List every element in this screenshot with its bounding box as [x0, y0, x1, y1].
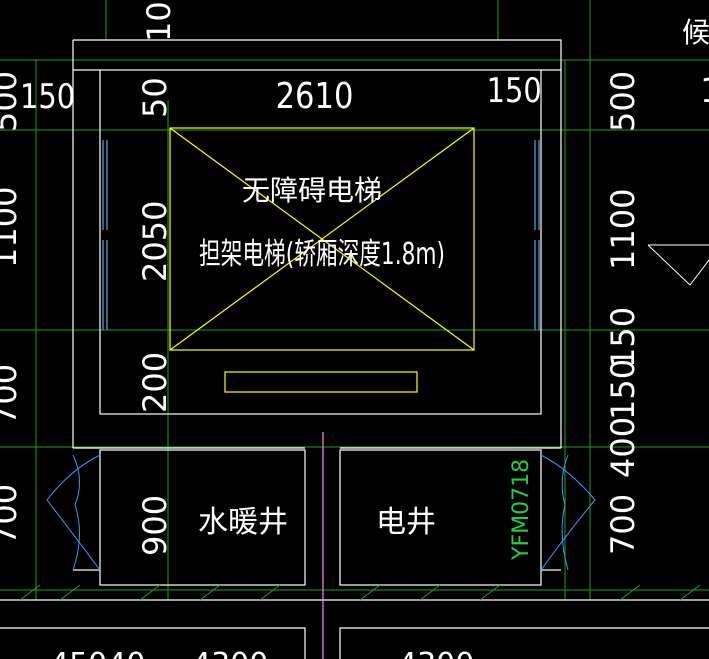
dim-right-700: 700 [604, 494, 642, 555]
room-label-electric: 电井 [376, 505, 436, 540]
walls [0, 39, 709, 659]
dim-right-400: 400 [604, 417, 642, 478]
dim-left-edge-500: 500 [0, 71, 24, 132]
dim-left-900: 900 [136, 495, 174, 556]
door-code-tag: YFM0718 [509, 459, 534, 561]
room-doors [46, 454, 596, 571]
shaft-window-marks [102, 140, 540, 330]
dim-left-1000: 1000 [140, 0, 178, 42]
dim-right-150b: 150 [604, 359, 642, 420]
dim-left-edge-700a: 700 [0, 364, 24, 425]
dim-right-1100: 1100 [604, 189, 642, 270]
elevator-car [169, 127, 475, 393]
dim-right-18: 18 [700, 71, 709, 111]
elevator-label-accessible: 无障碍电梯 [242, 174, 382, 207]
corner-text-waiting: 候梯 [682, 16, 709, 49]
landing-arrow [647, 244, 709, 286]
dim-left-200: 200 [136, 352, 174, 413]
dim-top-2610: 2610 [276, 75, 354, 117]
dimension-lines [0, 0, 709, 600]
dim-left-50: 50 [136, 77, 174, 118]
dim-right-150a: 150 [604, 307, 642, 368]
elevator-label-stretcher: 担架电梯(轿厢深度1.8m) [199, 237, 445, 272]
wall-hatch [19, 584, 701, 601]
dim-bottom-left: 45040 [50, 647, 145, 659]
dim-left-edge-1100: 1100 [0, 187, 24, 268]
dim-bottom-mid: 4300 [192, 647, 268, 659]
dim-left-2050: 2050 [136, 201, 174, 282]
dim-top-right-150: 150 [487, 72, 542, 111]
dim-top-left-150: 150 [20, 78, 75, 117]
dim-right-500: 500 [604, 71, 642, 132]
room-label-water: 水暖井 [198, 505, 288, 540]
dim-bottom-right: 4300 [398, 647, 474, 659]
elevator-door-sill [224, 371, 418, 393]
dim-left-edge-700b: 700 [0, 484, 24, 545]
